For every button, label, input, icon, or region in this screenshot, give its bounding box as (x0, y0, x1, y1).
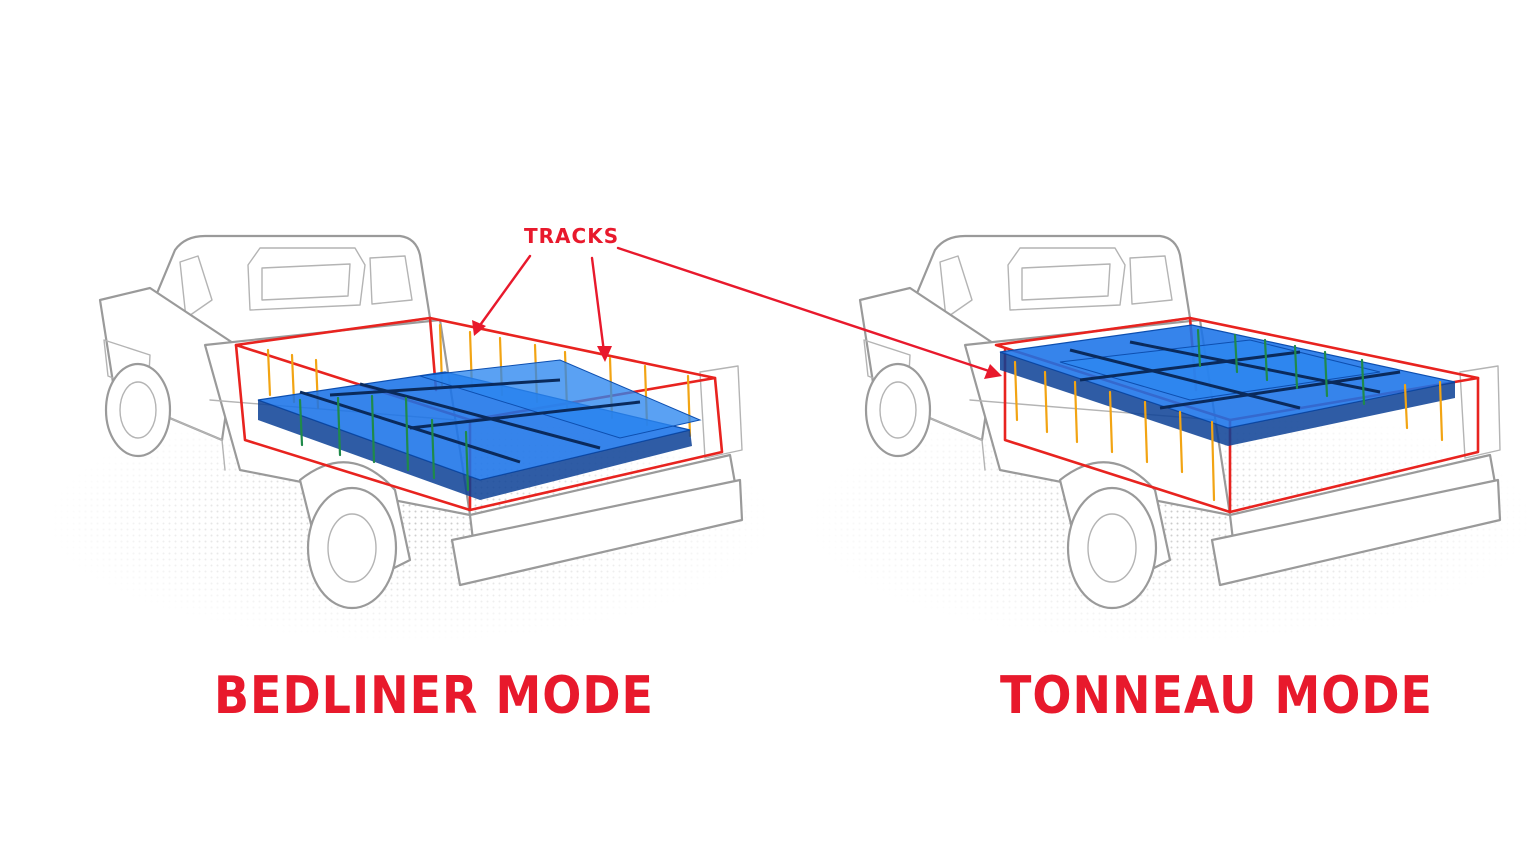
rear-wheel (1058, 461, 1172, 610)
front-wheel (104, 362, 172, 458)
tailgate-bumper (450, 365, 744, 587)
tracks-callout-label: TRACKS (524, 224, 619, 248)
tonneau-truck-illustration (808, 234, 1532, 642)
truck-cab (908, 234, 1192, 347)
front-wheel (864, 362, 932, 458)
callout-arrow-3 (616, 246, 994, 374)
callout-arrow-2 (590, 256, 606, 354)
tracks-callout: TRACKS (472, 224, 1002, 379)
truck-cab (148, 234, 432, 347)
bedliner-mode-label: BEDLINER MODE (214, 664, 654, 726)
bedliner-panels (257, 359, 702, 500)
bed-tracks (1013, 328, 1444, 502)
bedliner-truck-illustration (48, 234, 772, 642)
side-tracks (298, 394, 470, 492)
rear-wheel (298, 461, 412, 610)
callout-arrow-1 (476, 254, 532, 330)
tonneau-panels (999, 324, 1456, 446)
tonneau-mode-label: TONNEAU MODE (1000, 664, 1433, 726)
tailgate-bumper (1210, 365, 1502, 587)
